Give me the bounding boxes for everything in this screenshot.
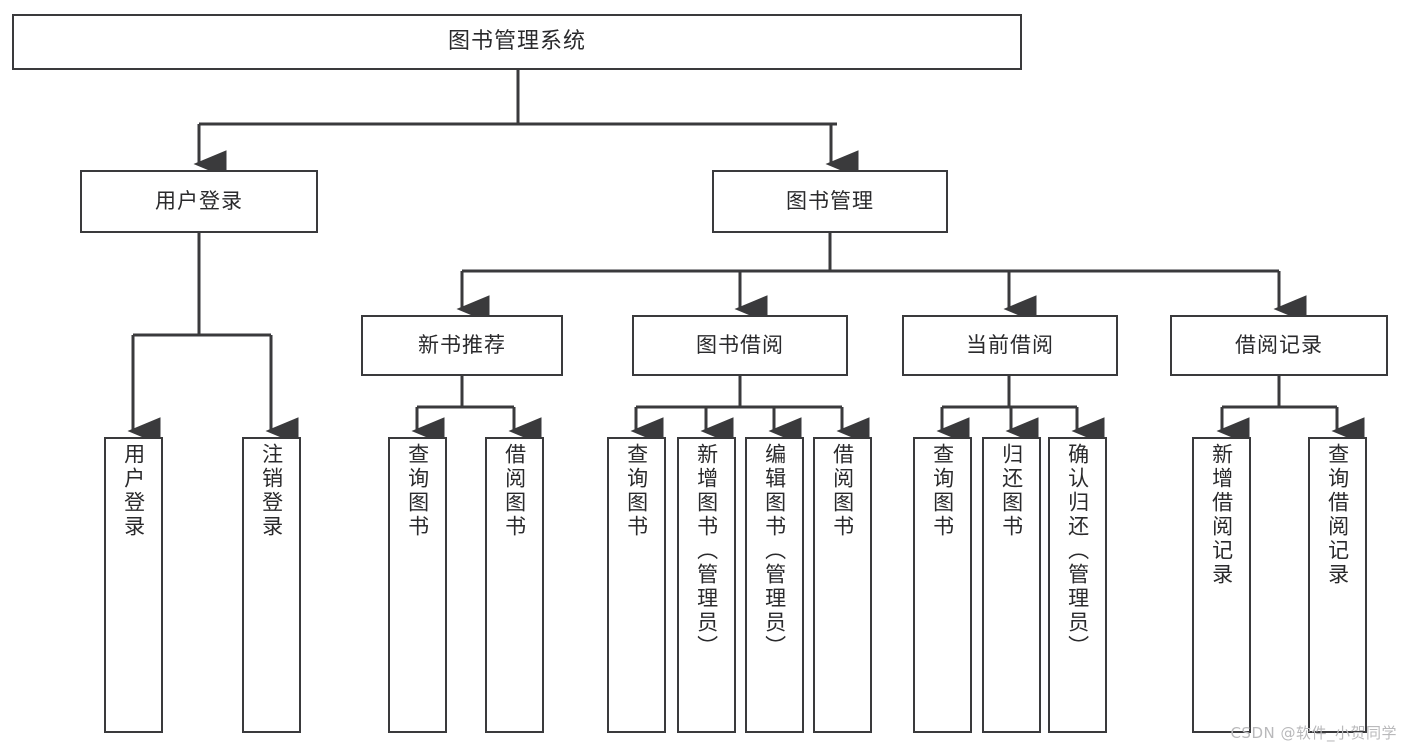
node-book-manage[interactable]: 图书管理 bbox=[712, 170, 948, 233]
node-new-book-recommend[interactable]: 新书推荐 bbox=[361, 315, 563, 376]
node-label: 新书推荐 bbox=[418, 333, 506, 358]
node-borrow-record[interactable]: 借阅记录 bbox=[1170, 315, 1388, 376]
node-leaf-confirm-return[interactable]: 确认归还（管理员） bbox=[1048, 437, 1107, 733]
node-label: 用户登录 bbox=[121, 443, 146, 539]
node-leaf-return-book[interactable]: 归还图书 bbox=[982, 437, 1041, 733]
node-label: 注销登录 bbox=[259, 443, 284, 539]
node-label: 查询图书 bbox=[405, 443, 430, 539]
node-leaf-borrow-book-2[interactable]: 借阅图书 bbox=[813, 437, 872, 733]
node-label: 新增图书（管理员） bbox=[694, 443, 719, 659]
node-leaf-query-book-2[interactable]: 查询图书 bbox=[607, 437, 666, 733]
node-label: 借阅记录 bbox=[1235, 333, 1323, 358]
node-label: 查询借阅记录 bbox=[1325, 443, 1350, 587]
node-label: 新增借阅记录 bbox=[1209, 443, 1234, 587]
node-label: 用户登录 bbox=[155, 189, 243, 214]
node-leaf-add-record[interactable]: 新增借阅记录 bbox=[1192, 437, 1251, 733]
node-label: 图书管理系统 bbox=[447, 29, 586, 55]
node-leaf-add-book[interactable]: 新增图书（管理员） bbox=[677, 437, 736, 733]
node-label: 编辑图书（管理员） bbox=[762, 443, 787, 659]
node-label: 查询图书 bbox=[624, 443, 649, 539]
node-user-login[interactable]: 用户登录 bbox=[80, 170, 318, 233]
node-leaf-query-record[interactable]: 查询借阅记录 bbox=[1308, 437, 1367, 733]
csdn-watermark: CSDN @软件_小贺同学 bbox=[1230, 724, 1397, 742]
node-leaf-query-book-1[interactable]: 查询图书 bbox=[388, 437, 447, 733]
node-label: 借阅图书 bbox=[830, 443, 855, 539]
node-label: 归还图书 bbox=[999, 443, 1024, 539]
node-leaf-user-login[interactable]: 用户登录 bbox=[104, 437, 163, 733]
node-current-borrow[interactable]: 当前借阅 bbox=[902, 315, 1118, 376]
node-root-system[interactable]: 图书管理系统 bbox=[12, 14, 1022, 70]
node-label: 图书借阅 bbox=[696, 333, 784, 358]
node-label: 当前借阅 bbox=[966, 333, 1054, 358]
node-leaf-borrow-book-1[interactable]: 借阅图书 bbox=[485, 437, 544, 733]
node-label: 查询图书 bbox=[930, 443, 955, 539]
node-label: 借阅图书 bbox=[502, 443, 527, 539]
node-leaf-user-logout[interactable]: 注销登录 bbox=[242, 437, 301, 733]
node-book-borrow[interactable]: 图书借阅 bbox=[632, 315, 848, 376]
node-leaf-query-book-3[interactable]: 查询图书 bbox=[913, 437, 972, 733]
node-label: 确认归还（管理员） bbox=[1065, 443, 1090, 659]
node-leaf-edit-book[interactable]: 编辑图书（管理员） bbox=[745, 437, 804, 733]
node-label: 图书管理 bbox=[786, 189, 874, 214]
